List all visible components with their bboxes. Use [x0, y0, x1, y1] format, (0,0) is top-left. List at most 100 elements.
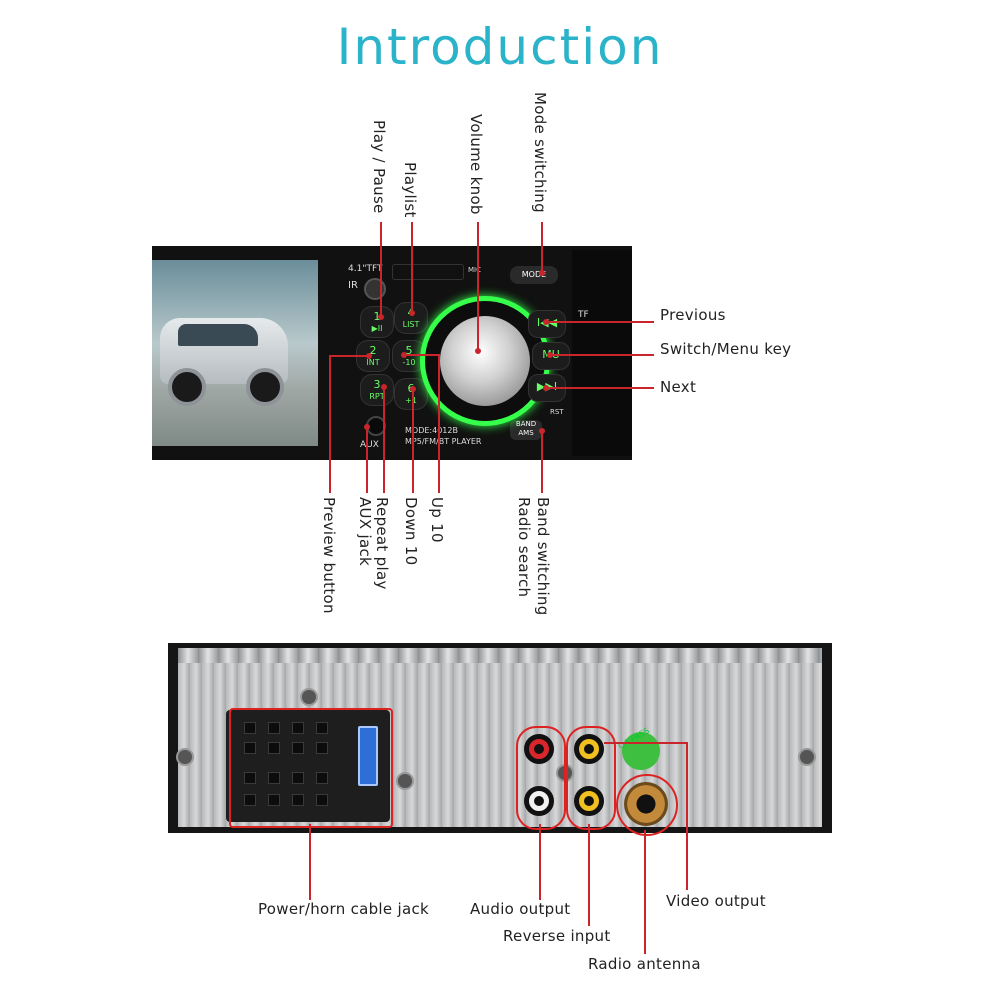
connector-pin: [244, 742, 256, 754]
connector-pin: [268, 794, 280, 806]
callout-line-reverse: [588, 824, 590, 926]
screen-car-window: [178, 324, 258, 346]
button-5-number: 5: [405, 344, 413, 357]
highlight-audio-output: [516, 726, 566, 830]
callout-dot-previous: [543, 319, 549, 325]
tf-slot-tab: [572, 250, 632, 456]
callout-line-previous: [546, 321, 654, 323]
volume-knob[interactable]: [440, 316, 530, 406]
label-repeat-play: Repeat play: [373, 497, 391, 590]
connector-pin: [244, 772, 256, 784]
button-2-number: 2: [369, 344, 377, 357]
connector-pin: [292, 794, 304, 806]
rear-screw-top: [300, 688, 318, 706]
callout-line-volume: [477, 222, 479, 352]
button-3-sub: RPT: [369, 392, 385, 401]
car-wheel-rear: [246, 368, 284, 406]
ir-sensor: [364, 278, 386, 300]
callout-line-up10: [438, 354, 440, 493]
card-slot: [392, 264, 464, 280]
button-1[interactable]: 1▶II: [360, 306, 394, 338]
callout-line-play-pause: [380, 222, 382, 318]
callout-line-audio: [539, 824, 541, 900]
button-1-sub: ▶II: [371, 324, 383, 333]
audio-out-red-jack[interactable]: [524, 734, 554, 764]
callout-line-down10: [412, 390, 414, 493]
callout-dot-preview: [366, 353, 372, 359]
button-3-number: 3: [373, 378, 381, 391]
label-volume-knob: Volume knob: [467, 114, 485, 215]
callout-dot-band: [539, 428, 545, 434]
screen-size-text: 4.1"TFT: [348, 264, 383, 274]
menu-button[interactable]: MU: [532, 342, 570, 370]
callout-dot-play-pause: [378, 314, 384, 320]
video-out-jack[interactable]: [574, 734, 604, 764]
button-6-sub: +1: [405, 396, 417, 405]
label-mode-switching: Mode switching: [531, 92, 549, 213]
audio-out-white-jack[interactable]: [524, 786, 554, 816]
label-preview-button: Preview button: [320, 497, 338, 614]
reverse-in-jack[interactable]: [574, 786, 604, 816]
connector-pin: [268, 772, 280, 784]
mic-text: MIC: [468, 266, 481, 274]
label-power-horn: Power/horn cable jack: [258, 900, 429, 918]
player-text: MP5/FM/BT PLAYER: [405, 437, 482, 446]
callout-line-preview-h: [329, 355, 369, 357]
label-switch-menu: Switch/Menu key: [660, 340, 792, 358]
callout-line-preview: [329, 355, 331, 493]
callout-dot-down10: [410, 386, 416, 392]
callout-dot-mode: [539, 270, 545, 276]
callout-dot-menu: [547, 352, 553, 358]
callout-line-mode: [541, 222, 543, 274]
callout-line-aux: [366, 428, 368, 493]
label-up-10: Up 10: [428, 497, 446, 543]
callout-dot-next: [543, 385, 549, 391]
callout-line-antenna: [644, 830, 646, 954]
connector-pin: [292, 772, 304, 784]
tf-text: TF: [578, 310, 589, 320]
rear-screw-left: [176, 748, 194, 766]
callout-line-band: [541, 432, 543, 493]
rear-screw-mid: [396, 772, 414, 790]
highlight-power-connector: [229, 708, 393, 828]
callout-dot-repeat: [381, 384, 387, 390]
label-audio-output: Audio output: [470, 900, 571, 918]
callout-dot-volume: [475, 348, 481, 354]
callout-line-menu: [550, 354, 654, 356]
label-next: Next: [660, 378, 697, 396]
band-ams-button[interactable]: BAND AMS: [510, 420, 542, 440]
radio-antenna-port[interactable]: [624, 782, 668, 826]
highlight-antenna: [616, 774, 678, 836]
callout-line-playlist: [411, 222, 413, 314]
callout-line-repeat: [383, 388, 385, 493]
button-2-sub: INT: [366, 358, 380, 367]
button-4-sub: LIST: [402, 320, 420, 329]
connector-pin: [268, 722, 280, 734]
rear-screw-right: [798, 748, 816, 766]
connector-pin: [316, 722, 328, 734]
connector-pin: [292, 742, 304, 754]
label-aux-jack: AUX jack: [356, 497, 374, 566]
connector-pin: [244, 794, 256, 806]
label-reverse-input: Reverse input: [503, 927, 611, 945]
car-wheel-front: [168, 368, 206, 406]
ir-text: IR: [348, 280, 358, 291]
button-1-number: 1: [373, 310, 381, 323]
callout-line-video-h: [604, 742, 688, 744]
label-previous: Previous: [660, 306, 726, 324]
label-playlist: Playlist: [401, 162, 419, 218]
connector-pin: [316, 742, 328, 754]
button-5-sub: -10: [402, 358, 416, 367]
connector-pin: [268, 742, 280, 754]
highlight-reverse-video: [566, 726, 616, 830]
rst-text: RST: [550, 408, 564, 416]
callout-line-next: [546, 387, 654, 389]
label-play-pause: Play / Pause: [370, 120, 388, 214]
mode-button[interactable]: MODE: [510, 266, 558, 284]
callout-dot-playlist: [409, 310, 415, 316]
label-band-switching: Band switching: [534, 497, 552, 616]
model-text: MODE:4012B: [405, 426, 458, 435]
label-radio-search: Radio search: [515, 497, 533, 598]
callout-dot-aux: [364, 424, 370, 430]
